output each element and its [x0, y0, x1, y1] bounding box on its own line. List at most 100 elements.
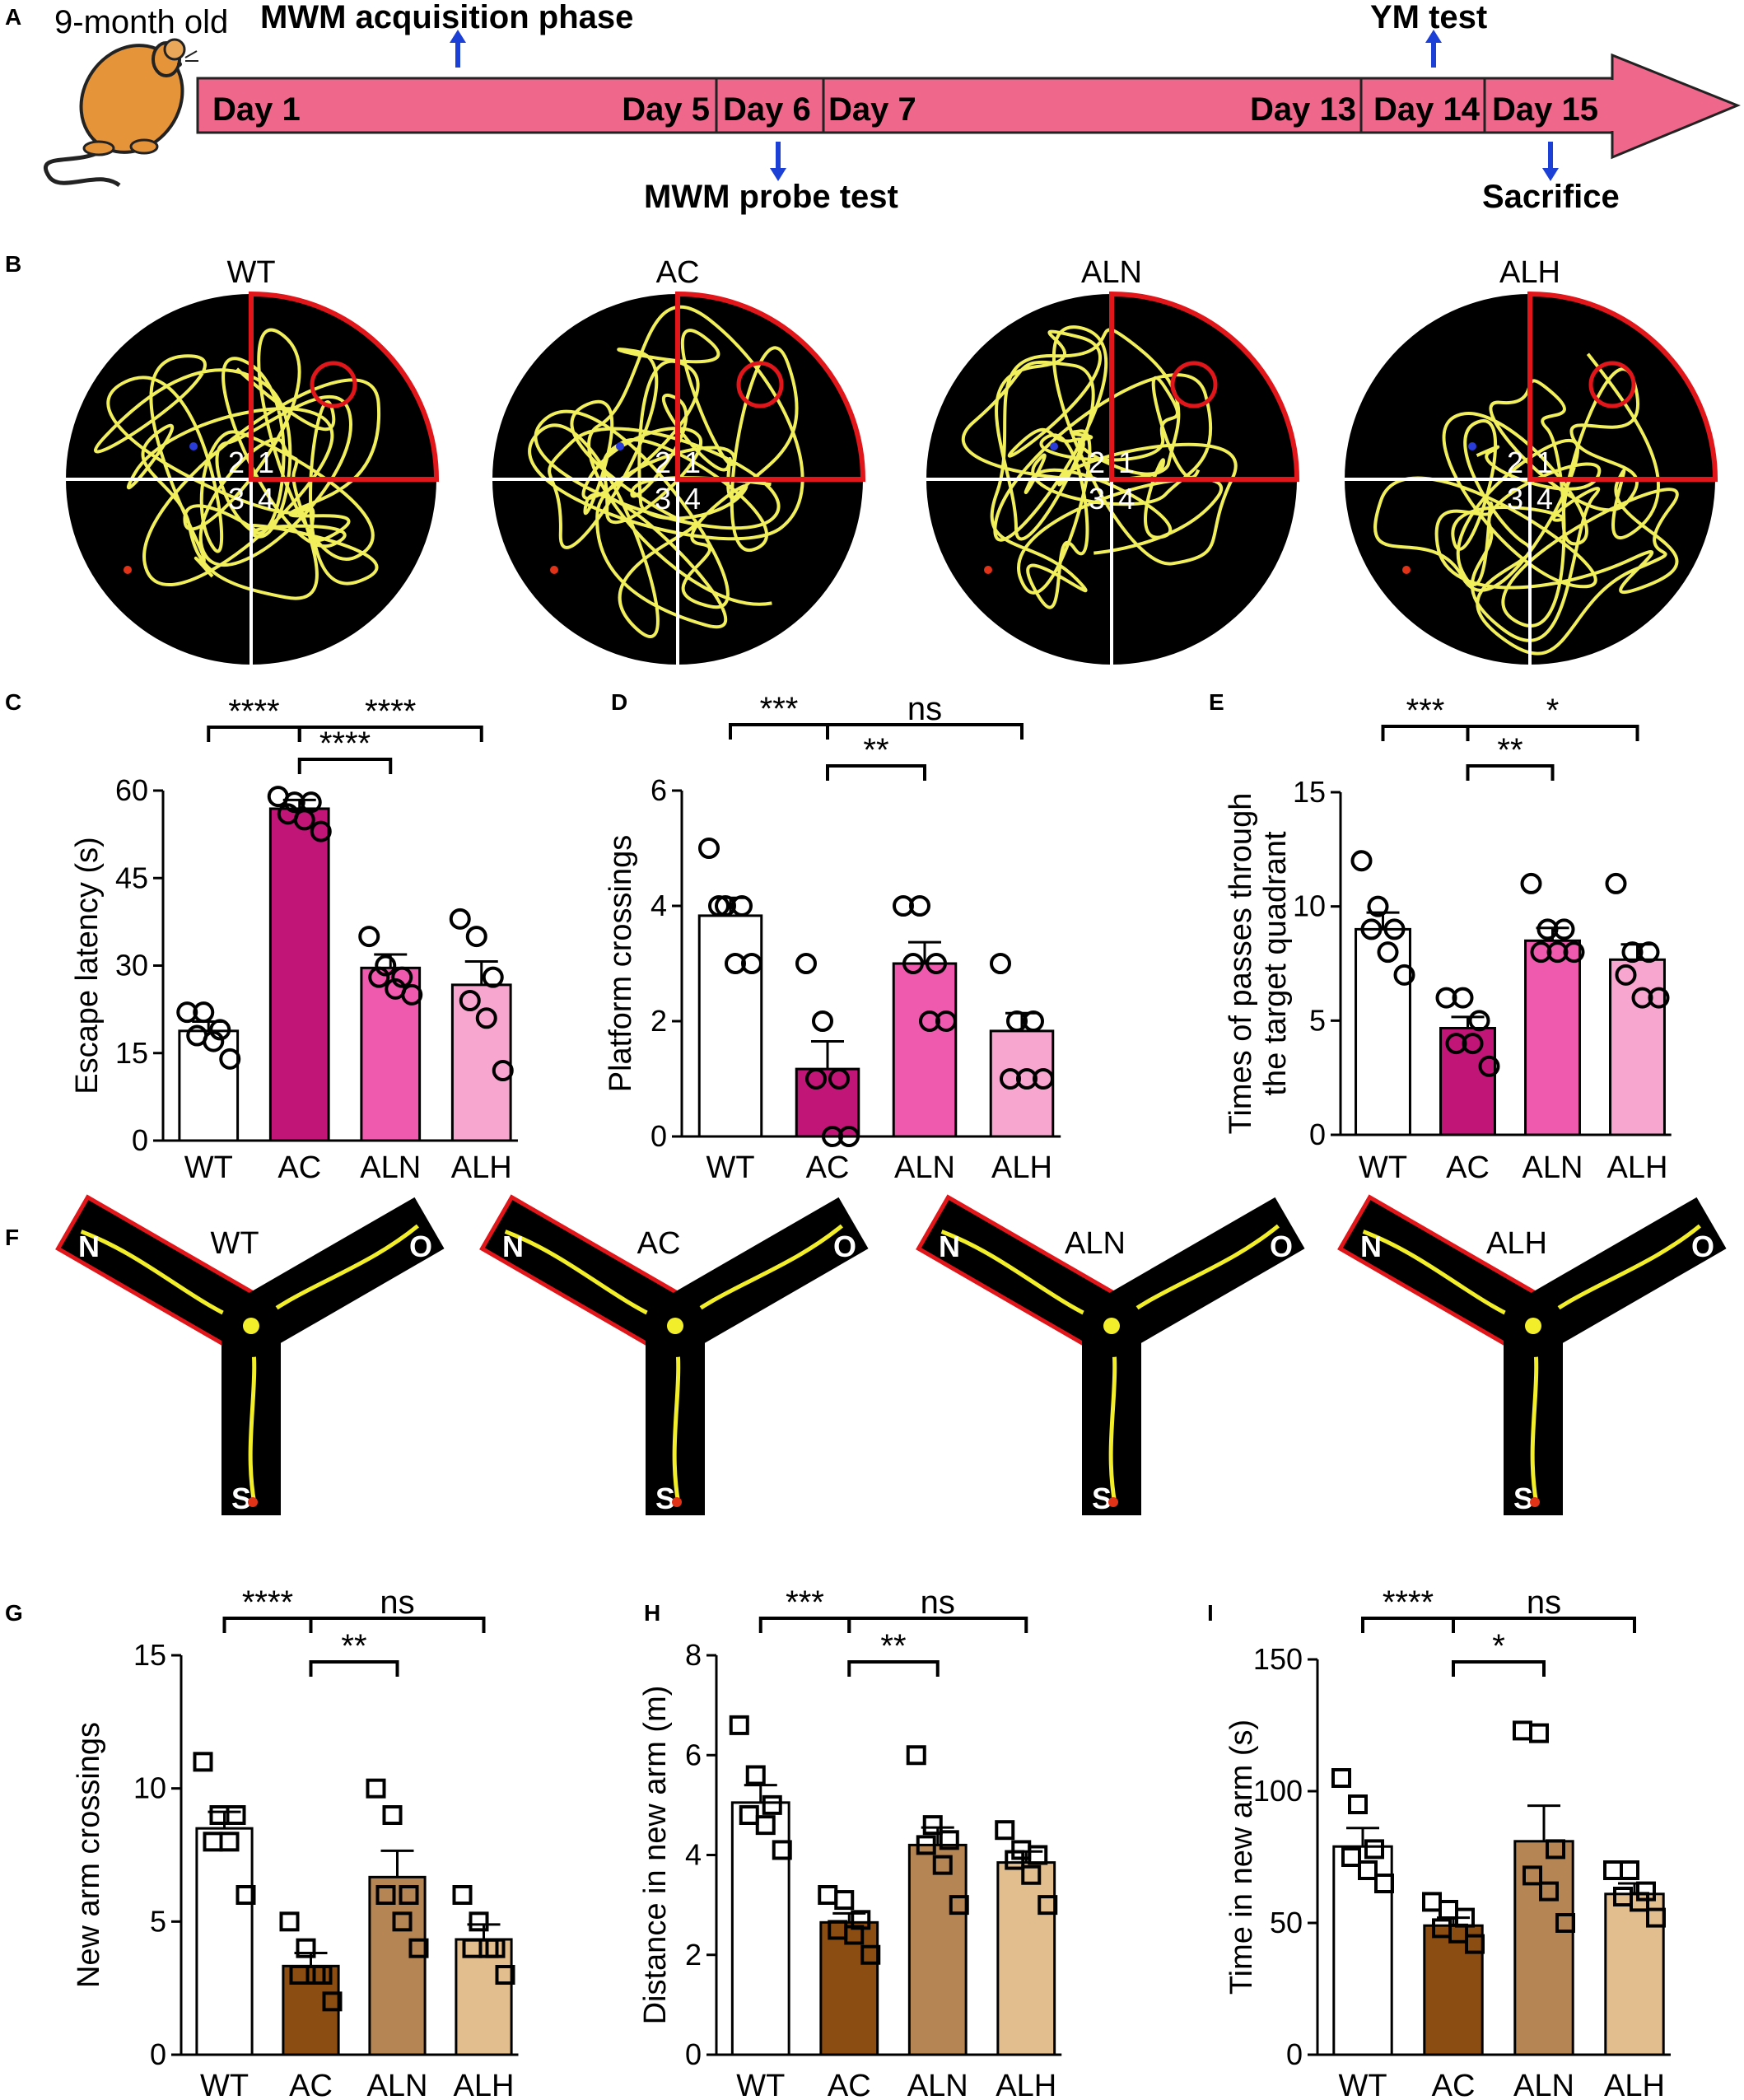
data-point [452, 1885, 473, 1905]
data-point [1331, 1768, 1351, 1788]
y-tick-label: 15 [1293, 775, 1326, 809]
y-tick-label: 5 [1309, 1003, 1326, 1037]
y-tick-label: 0 [1309, 1118, 1326, 1151]
timeline-arrowhead [1611, 53, 1741, 160]
platform-ring [736, 361, 784, 408]
target-quadrant [1527, 291, 1718, 482]
data-point [729, 1715, 749, 1735]
data-point [1383, 918, 1406, 940]
quadrant-label: 4 [1118, 482, 1135, 516]
data-point [219, 1048, 241, 1070]
data-point [279, 1911, 300, 1932]
start-dot [1468, 442, 1476, 450]
data-point [1546, 1839, 1565, 1860]
platform-ring [310, 361, 357, 408]
data-point [1367, 895, 1389, 917]
quadrant-label: 2 [655, 446, 671, 479]
x-tick-label: WT [706, 1150, 754, 1185]
data-point [805, 1068, 827, 1090]
significance-label: ** [880, 1628, 906, 1664]
quadrant-label: 1 [1118, 446, 1135, 479]
bar [1332, 1845, 1393, 2056]
data-point [1648, 987, 1670, 1009]
end-dot [1402, 566, 1411, 574]
y-tick-label: 15 [133, 1638, 166, 1672]
x-tick-label: ALH [454, 2069, 515, 2100]
data-point [1028, 1845, 1048, 1865]
bar [1604, 1892, 1665, 2056]
data-point [1553, 918, 1575, 940]
x-tick-label: WT [184, 1150, 233, 1185]
end-dot [248, 1497, 258, 1507]
data-point [762, 1794, 782, 1815]
significance-label: *** [1406, 693, 1445, 729]
data-point [399, 1885, 419, 1905]
platform-ring [1170, 361, 1218, 408]
quadrant-label: 4 [258, 482, 274, 516]
day-label: Day 15 [1492, 91, 1598, 128]
quadrant-label: 4 [684, 482, 701, 516]
end-dot [550, 566, 558, 574]
timeline-joint [1606, 80, 1619, 131]
data-point [1520, 872, 1542, 894]
data-point [1615, 964, 1637, 986]
data-point [828, 1068, 850, 1090]
panel-label-f: F [5, 1225, 19, 1250]
x-tick-label: ALN [907, 2069, 968, 2100]
data-point [1038, 1895, 1058, 1916]
data-point [1529, 1723, 1549, 1743]
y-tick-label: 150 [1253, 1642, 1303, 1676]
data-point [475, 1007, 497, 1029]
panel-label-i: I [1207, 1600, 1214, 1626]
bar [268, 807, 330, 1142]
data-point [1350, 850, 1373, 872]
data-point [1341, 1847, 1361, 1867]
swim-path [962, 325, 1238, 609]
data-point [745, 1765, 766, 1785]
y-axis-label: Escape latency (s) [70, 837, 105, 1094]
data-point [818, 1885, 838, 1905]
data-point [1393, 964, 1415, 986]
x-tick-label: AC [277, 1150, 321, 1185]
x-tick-label: AC [828, 2069, 871, 2100]
end-dot [984, 566, 992, 574]
significance-bracket [1466, 764, 1555, 781]
bar [892, 962, 958, 1138]
data-point [1360, 918, 1383, 940]
data-point [731, 895, 753, 917]
significance-label: ns [921, 1584, 955, 1621]
data-point [949, 1895, 969, 1916]
x-tick-label: ALH [991, 1150, 1052, 1185]
end-dot [1108, 1497, 1118, 1507]
data-point [1603, 1860, 1623, 1880]
data-point [935, 1010, 957, 1032]
significance-label: ** [863, 732, 888, 768]
data-point [990, 953, 1011, 974]
data-point [906, 1745, 926, 1766]
data-point [310, 820, 332, 842]
quadrant-label: 4 [1536, 482, 1553, 516]
significance-bracket [1466, 725, 1639, 741]
start-dot [189, 442, 198, 450]
significance-bracket [297, 726, 483, 742]
data-point [375, 1885, 396, 1905]
bar [455, 1938, 513, 2056]
data-point [939, 1830, 959, 1850]
x-tick-label: AC [806, 1150, 850, 1185]
arm-label-n: N [939, 1230, 960, 1263]
data-point [926, 953, 947, 974]
x-tick-label: ALH [996, 2069, 1056, 2100]
y-tick-label: 10 [133, 1771, 166, 1805]
up-arrow-icon [1425, 30, 1442, 68]
data-point [375, 954, 397, 977]
data-point [741, 953, 762, 974]
panel-label-b: B [5, 251, 21, 277]
acquisition-label: MWM acquisition phase [260, 0, 633, 35]
down-arrow-icon [770, 142, 786, 181]
data-point [1439, 1900, 1458, 1920]
data-point [219, 1832, 240, 1852]
significance-label: * [1546, 693, 1560, 729]
significance-label: **** [319, 726, 371, 762]
